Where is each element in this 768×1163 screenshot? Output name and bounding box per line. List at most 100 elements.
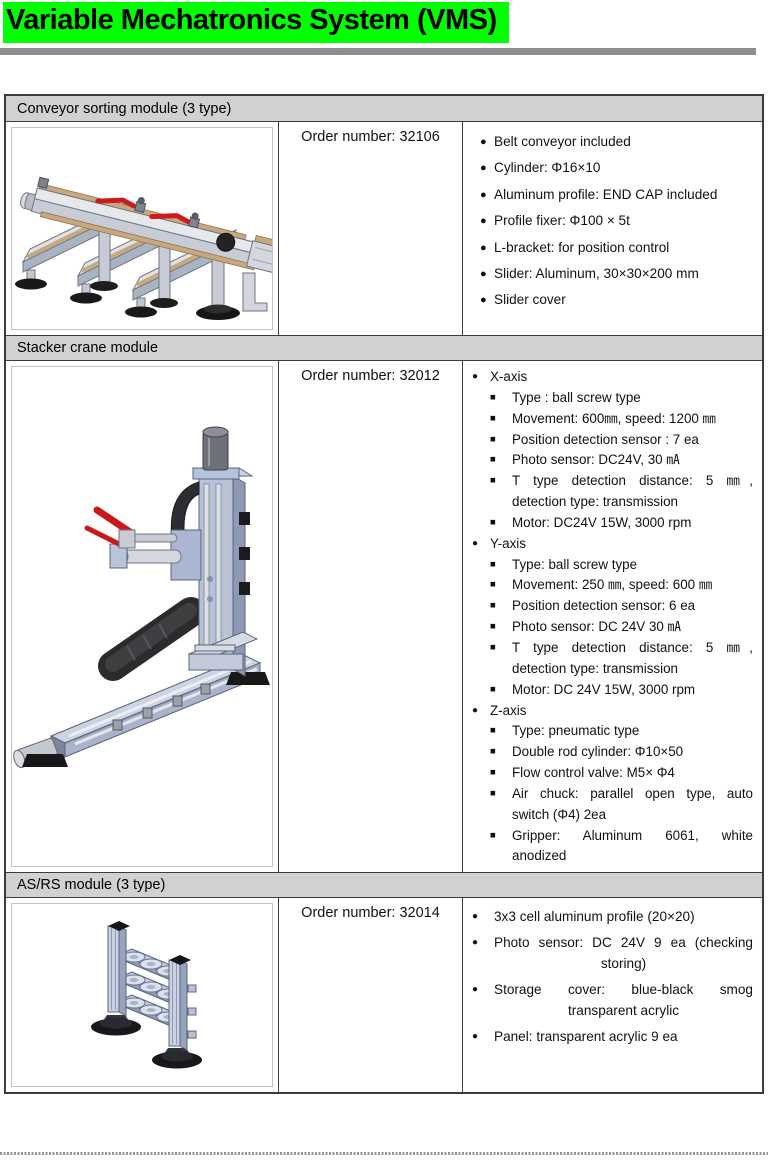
spec-item: ■T type detection distance: 5 ㎜,detectio… bbox=[463, 471, 753, 513]
module-section-header: Conveyor sorting module (3 type) bbox=[6, 96, 762, 122]
rail-sensors bbox=[112, 683, 211, 731]
module-section-asrs: AS/RS module (3 type) bbox=[6, 872, 762, 1092]
spec-text: Slider cover bbox=[494, 292, 566, 308]
page-title-text: Variable Mechatronics System (VMS) bbox=[3, 2, 509, 43]
belt-conveyor-beam bbox=[20, 176, 273, 277]
spec-text: Position detection sensor : 7 ea bbox=[512, 431, 699, 447]
dot-bullet-icon: ● bbox=[472, 371, 479, 382]
spec-item: ● Profile fixer: Φ100 × 5t bbox=[463, 208, 753, 234]
spec-text: Movement: 250 ㎜, speed: 600 ㎜ bbox=[512, 577, 713, 593]
square-bullet-icon: ■ bbox=[490, 433, 496, 445]
page-title: Variable Mechatronics System (VMS) bbox=[3, 2, 768, 43]
square-bullet-icon: ■ bbox=[490, 787, 496, 799]
dot-bullet-icon: ● bbox=[480, 215, 487, 228]
spec-text: Position detection sensor: 6 ea bbox=[512, 598, 696, 614]
spec-text: Photo sensor: DC 24V 30 ㎃ bbox=[512, 619, 681, 635]
spec-item: ■T type detection distance: 5 ㎜,detectio… bbox=[463, 638, 753, 680]
chute-feet bbox=[15, 269, 157, 318]
spec-item: ● X-axis bbox=[463, 367, 753, 388]
spec-item: ● Z-axis bbox=[463, 701, 753, 722]
spec-item: ● Panel: transparent acrylic 9 ea bbox=[463, 1026, 753, 1047]
tower-sensors bbox=[239, 512, 250, 595]
spec-list: ●3x3 cell aluminum profile (20×20)●Photo… bbox=[463, 898, 753, 1047]
square-bullet-icon: ■ bbox=[490, 725, 496, 737]
square-bullet-icon: ■ bbox=[490, 600, 496, 612]
spec-item: ■ Photo sensor: DC 24V 30 ㎃ bbox=[463, 617, 753, 638]
spec-text: transparent acrylic bbox=[567, 1003, 680, 1018]
spec-item: ■Type: pneumatic type bbox=[463, 721, 753, 742]
square-bullet-icon: ■ bbox=[490, 579, 496, 591]
dot-bullet-icon: ● bbox=[480, 241, 487, 254]
spec-text: Profile fixer: Φ100 × 5t bbox=[494, 213, 630, 229]
red-handles bbox=[95, 197, 191, 224]
spec-text: Movement: 600㎜, speed: 1200 ㎜ bbox=[512, 410, 716, 426]
tower bbox=[198, 475, 246, 677]
modules-table: Conveyor sorting module (3 type) bbox=[4, 94, 764, 1094]
right-post bbox=[152, 955, 202, 1069]
spec-item: ■ Position detection sensor : 7 ea bbox=[463, 430, 753, 451]
spec-text: Belt conveyor included bbox=[494, 134, 631, 149]
spec-text: Flow control valve: M5× Φ4 bbox=[512, 765, 675, 781]
spec-item: ● L-bracket: for position control bbox=[463, 235, 753, 261]
spec-text: Double rod cylinder: Φ10×50 bbox=[512, 744, 684, 760]
spec-list: ●Belt conveyor included●Cylinder: Φ16×10… bbox=[463, 122, 753, 314]
spec-text: detection type: transmission bbox=[512, 660, 678, 676]
spec-text: Air chuck: parallel open type, auto bbox=[512, 785, 753, 801]
spec-item: ■Motor: DC 24V 15W, 3000 rpm bbox=[463, 680, 753, 701]
spec-text: L-bracket: for position control bbox=[494, 239, 670, 255]
spec-text: Aluminum profile: END CAP included bbox=[494, 186, 718, 202]
spec-item: ■Type: ball screw type bbox=[463, 555, 753, 576]
dot-bullet-icon: ● bbox=[480, 268, 487, 281]
module-section-title: Stacker crane module bbox=[17, 340, 159, 356]
support-posts bbox=[90, 230, 240, 320]
spec-item: ■Photo sensor: DC24V, 30 ㎃ bbox=[463, 450, 753, 471]
dot-bullet-icon: ● bbox=[472, 984, 479, 995]
spec-text: Type : ball screw type bbox=[512, 389, 641, 405]
l-bracket bbox=[242, 272, 268, 312]
square-bullet-icon: ■ bbox=[490, 641, 496, 653]
x-axis-rail bbox=[49, 655, 262, 758]
module-section-title: AS/RS module (3 type) bbox=[17, 877, 166, 893]
square-bullet-icon: ■ bbox=[490, 475, 496, 487]
gripper-arm bbox=[84, 506, 202, 581]
dot-bullet-icon: ● bbox=[472, 911, 479, 922]
spec-item: ■Type : ball screw type bbox=[463, 388, 753, 409]
spec-text: Motor: DC 24V 15W, 3000 rpm bbox=[512, 681, 696, 697]
spec-text: Photo sensor: DC 24V 9 ea (checking bbox=[494, 935, 753, 950]
spec-item: ●Aluminum profile: END CAP included bbox=[463, 182, 753, 208]
spec-item: ■ Double rod cylinder: Φ10×50 bbox=[463, 742, 753, 763]
cable-chain bbox=[98, 597, 206, 681]
spec-text: X-axis bbox=[490, 369, 528, 384]
carriage bbox=[187, 631, 259, 671]
spec-item: ■ Flow control valve: M5× Φ4 bbox=[463, 763, 753, 784]
spec-item: ●Slider: Aluminum, 30×30×200 mm bbox=[463, 261, 753, 287]
order-number: Order number: 32014 bbox=[301, 905, 440, 921]
spec-item: ● Belt conveyor included bbox=[463, 129, 753, 155]
spec-text: Panel: transparent acrylic 9 ea bbox=[494, 1029, 678, 1044]
dot-bullet-icon: ● bbox=[480, 162, 487, 175]
spec-text: detection type: transmission bbox=[512, 494, 678, 510]
left-post bbox=[91, 921, 141, 1036]
spec-text: Z-axis bbox=[490, 702, 527, 718]
dot-bullet-icon: ● bbox=[480, 294, 487, 307]
square-bullet-icon: ■ bbox=[490, 829, 496, 841]
dot-bullet-icon: ● bbox=[472, 1031, 479, 1042]
order-number: Order number: 32106 bbox=[301, 129, 440, 145]
asrs-module-image bbox=[6, 898, 278, 1092]
title-divider-bar bbox=[0, 47, 756, 55]
spec-item: ■ Position detection sensor: 6 ea bbox=[463, 596, 753, 617]
square-bullet-icon: ■ bbox=[490, 621, 496, 633]
dot-bullet-icon: ● bbox=[472, 704, 479, 716]
square-bullet-icon: ■ bbox=[490, 767, 496, 779]
module-section-conveyor: Conveyor sorting module (3 type) bbox=[6, 96, 762, 335]
dot-bullet-icon: ● bbox=[480, 136, 487, 148]
spec-text: 3x3 cell aluminum profile (20×20) bbox=[494, 909, 695, 924]
square-bullet-icon: ■ bbox=[490, 746, 496, 758]
module-section-title: Conveyor sorting module (3 type) bbox=[17, 100, 232, 117]
sensor-tabs bbox=[187, 984, 197, 1039]
module-section-header: AS/RS module (3 type) bbox=[6, 872, 762, 898]
